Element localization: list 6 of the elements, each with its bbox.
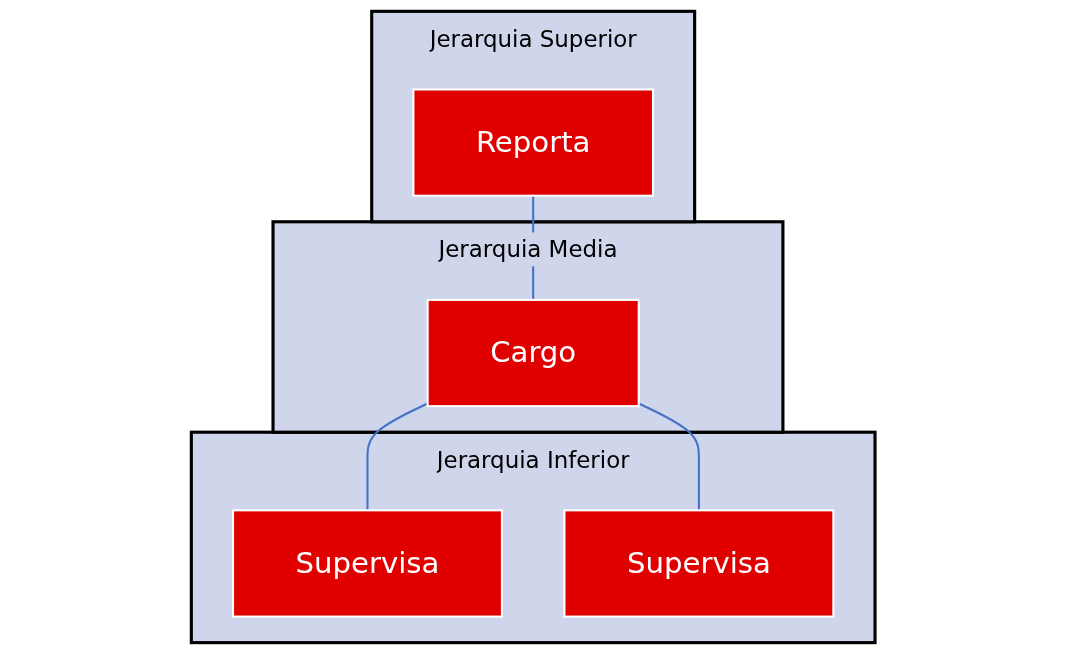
connector: [638, 402, 701, 511]
node-box: Reporta: [412, 88, 655, 197]
node-box: Cargo: [426, 298, 641, 408]
node-box: Supervisa: [563, 509, 835, 618]
node-box: Supervisa: [232, 509, 504, 618]
connector: [366, 402, 429, 511]
